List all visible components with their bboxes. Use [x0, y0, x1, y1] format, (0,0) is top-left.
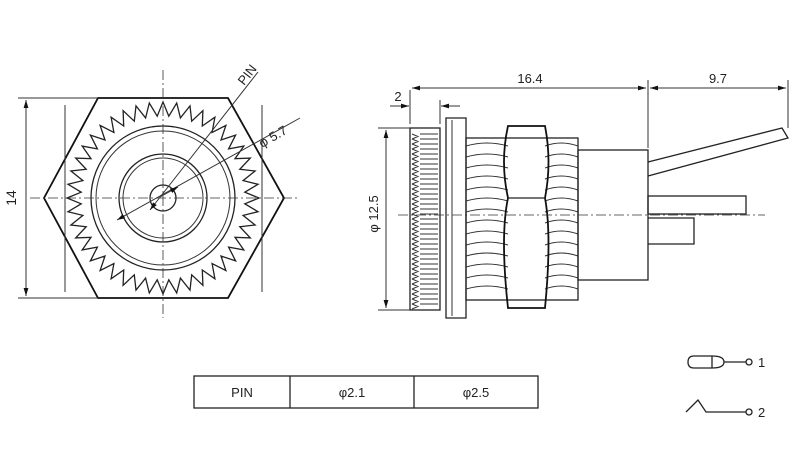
table-border — [193, 375, 539, 409]
terminal-3-tab — [648, 217, 695, 245]
lead-length-dim-label: 9.7 — [709, 71, 727, 86]
body-length-dim-label: 16.4 — [517, 71, 542, 86]
thread-lines — [465, 142, 579, 290]
washer-plate — [445, 117, 467, 319]
cap-diameter-dim-label: φ 12.5 — [366, 195, 381, 232]
hex-nut-side — [503, 125, 550, 309]
pin-leader — [149, 71, 259, 211]
table-cell-pin: PIN — [231, 385, 253, 400]
knurled-cap — [409, 127, 441, 311]
pin-table: PIN φ2.1 φ2.5 — [193, 375, 539, 409]
terminal-1-circle — [745, 358, 753, 366]
terminal-2-lead — [647, 195, 747, 215]
side-view: 2 16.4 9.7 φ 12.5 — [366, 71, 789, 319]
terminal-1-label: 1 — [758, 355, 765, 370]
pin-symbol-icon — [687, 355, 725, 369]
pin-label: PIN — [235, 62, 260, 88]
threaded-body — [465, 137, 579, 301]
switch-symbol-icon — [685, 398, 746, 413]
schematic-symbols: 1 2 — [685, 355, 765, 420]
knurl-teeth — [411, 133, 438, 310]
front-view: 14 PIN φ 5.7 — [3, 62, 301, 318]
terminal-2-circle — [745, 408, 753, 416]
terminal-2-label: 2 — [758, 405, 765, 420]
table-cell-phi21: φ2.1 — [339, 385, 366, 400]
table-cell-phi25: φ2.5 — [463, 385, 490, 400]
height-dim-label: 14 — [3, 190, 19, 206]
terminal-1-lead — [647, 127, 789, 177]
flange-dim-label: 2 — [394, 89, 401, 104]
diameter-leader-arrow2 — [159, 186, 179, 198]
diameter-leader — [116, 117, 301, 221]
